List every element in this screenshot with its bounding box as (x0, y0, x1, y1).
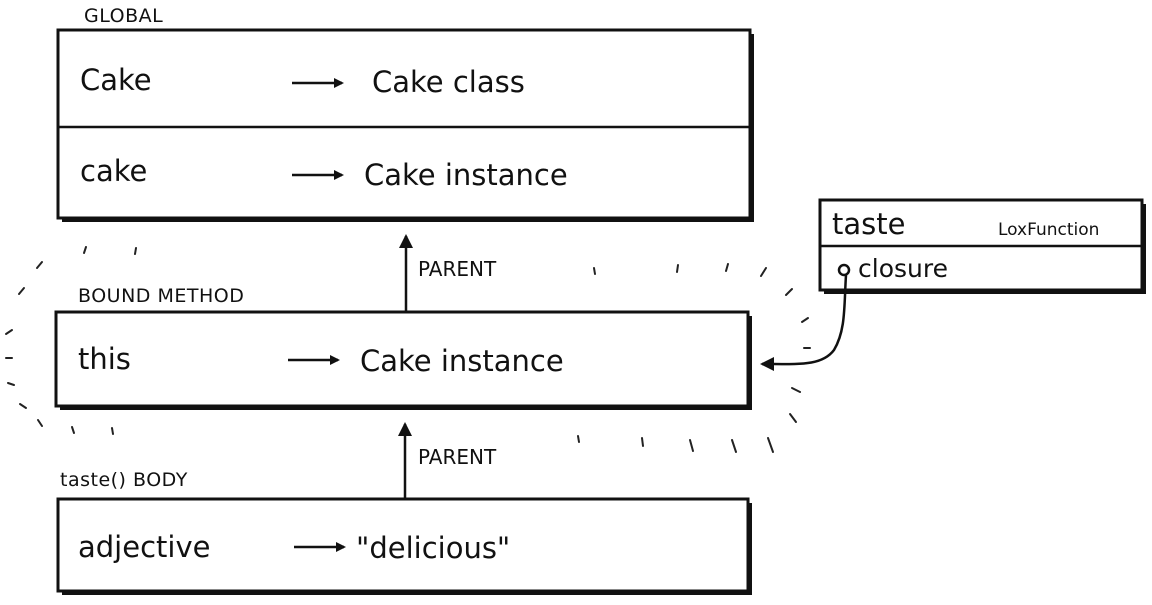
taste-body-caption: taste() BODY (60, 469, 188, 491)
bound-method-row-value: Cake instance (360, 344, 564, 378)
lox-function-name: taste (832, 207, 905, 241)
parent-label-lower: PARENT (418, 445, 497, 469)
global-caption: GLOBAL (84, 5, 163, 27)
global-row-1-name: Cake (80, 63, 152, 97)
bound-method-row-name: this (78, 342, 131, 376)
taste-body-row-name: adjective (78, 530, 210, 564)
lox-function-type-label: LoxFunction (998, 220, 1099, 240)
taste-body-row-value: "delicious" (356, 531, 510, 565)
global-environment-box (56, 28, 754, 222)
pointer-dot-icon (837, 263, 851, 277)
highlight-halo (5, 246, 811, 453)
global-row-2-value: Cake instance (364, 158, 568, 192)
bound-method-environment-box (54, 310, 752, 410)
global-row-2-name: cake (80, 154, 147, 188)
taste-body-environment-box (56, 497, 752, 595)
lox-function-field: closure (858, 254, 948, 283)
global-row-1-value: Cake class (372, 65, 525, 99)
bound-method-caption: BOUND METHOD (78, 285, 244, 307)
lox-function-box (818, 198, 1146, 294)
closure-pointer-arrow (760, 274, 848, 372)
parent-label-upper: PARENT (418, 257, 497, 281)
